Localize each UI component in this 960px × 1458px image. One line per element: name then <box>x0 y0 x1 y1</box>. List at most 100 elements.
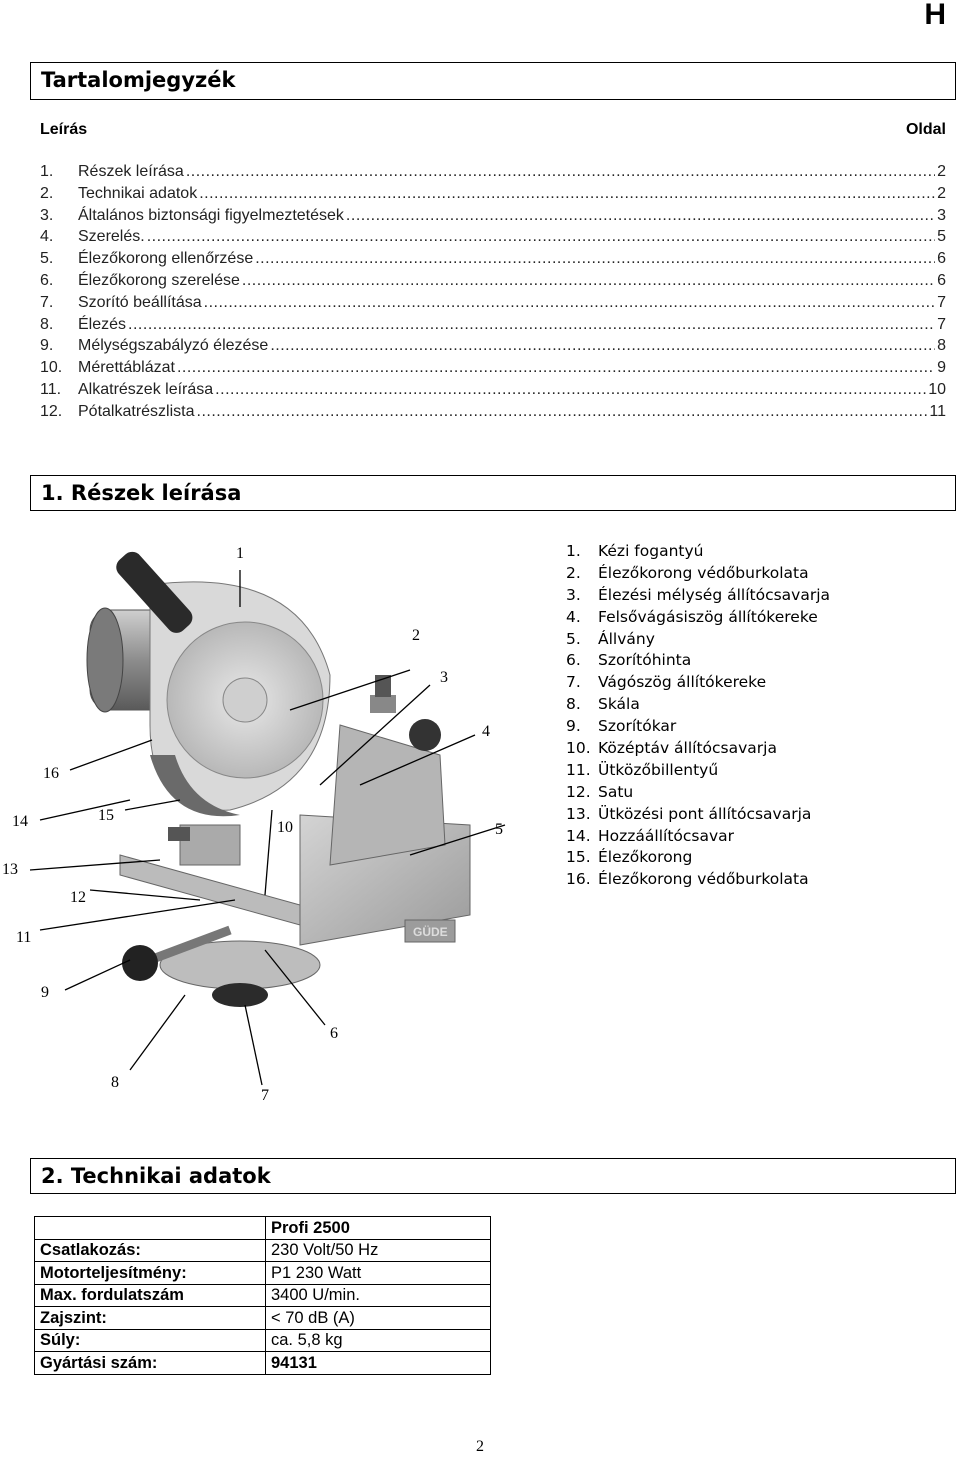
toc-leader-dots <box>128 316 935 334</box>
language-marker: H <box>924 0 946 31</box>
toc-item-page: 10 <box>928 380 946 398</box>
part-number: 15. <box>566 848 591 867</box>
part-label: Kézi fogantyú <box>598 542 704 560</box>
page-number: 2 <box>476 1438 484 1455</box>
brand-plate: GÜDE <box>413 924 448 939</box>
list-item: 10.Középtáv állítócsavarja <box>566 739 830 761</box>
part-label: Állvány <box>598 629 655 648</box>
spec-value: < 70 dB (A) <box>265 1306 491 1330</box>
list-item: 14.Hozzáállítócsavar <box>566 827 830 849</box>
callout-11: 11 <box>16 929 32 946</box>
toc-item: 11. Alkatrészek leírása 10 <box>40 381 946 403</box>
toc-item-title: Alkatrészek leírása <box>78 380 214 398</box>
callout-8: 8 <box>111 1074 119 1091</box>
toc-item: 10.Mérettáblázat9 <box>40 359 946 381</box>
list-item: 11.Ütközőbillentyű <box>566 761 830 783</box>
table-row: Motorteljesítmény:P1 230 Watt <box>34 1261 491 1285</box>
list-item: 6.Szorítóhinta <box>566 651 830 673</box>
toc-item-page: 2 <box>937 184 946 202</box>
toc-item-title: Általános biztonsági figyelmeztetések <box>78 206 344 224</box>
list-item: 7. Vágószög állítókereke <box>566 673 830 695</box>
list-item: 8. Skála <box>566 695 830 717</box>
spec-key: Max. fordulatszám <box>34 1283 266 1307</box>
list-item: 15.Élezőkorong <box>566 848 830 870</box>
part-number: 1. <box>566 542 581 560</box>
part-label: Vágószög állítókereke <box>598 673 767 692</box>
part-label: Szorítókar <box>598 717 677 736</box>
toc-item-title: Pótalkatrészlista <box>78 402 195 420</box>
part-number: 3. <box>566 585 581 604</box>
toc-item-number: 11. <box>40 380 62 398</box>
part-number: 11. <box>566 760 591 779</box>
toc-leader-dots <box>147 228 935 246</box>
toc-item-title: Élezés <box>78 315 127 333</box>
toc-item-number: 12. <box>40 402 63 420</box>
toc-leader-dots <box>204 294 935 312</box>
part-label: Élezőkorong védőburkolata <box>598 870 809 889</box>
leader-lines <box>29 570 506 1086</box>
callout-14: 14 <box>12 813 28 830</box>
spec-key: Súly: <box>34 1328 266 1352</box>
toc-leader-dots <box>186 163 935 181</box>
toc-item-title: Technikai adatok <box>78 184 198 202</box>
toc-item-title: Szerelés. <box>78 228 145 246</box>
toc-leader-dots <box>346 207 935 225</box>
table-row: Súly:ca. 5,8 kg <box>34 1328 491 1352</box>
part-label: Élezőkorong védőburkolata <box>598 563 809 582</box>
model-cell: Profi 2500 <box>265 1216 491 1240</box>
toc-item-page: 7 <box>937 293 946 311</box>
toc-item-title: Élezőkorong ellenőrzése <box>78 250 254 268</box>
part-number: 13. <box>566 804 591 823</box>
toc-leader-dots <box>242 272 935 290</box>
toc-leader-dots <box>215 381 926 399</box>
table-row: Csatlakozás:230 Volt/50 Hz <box>34 1238 491 1262</box>
spec-value: 94131 <box>265 1351 491 1375</box>
toc-item-title: Részek leírása <box>78 163 184 180</box>
table-cell <box>34 1216 266 1240</box>
spec-key: Zajszint: <box>34 1306 266 1330</box>
toc-leader-dots <box>197 403 928 421</box>
part-number: 8. <box>566 695 581 714</box>
part-number: 9. <box>566 717 581 736</box>
toc-column-headers: Leírás Oldal <box>40 121 946 139</box>
spec-key: Motorteljesítmény: <box>34 1261 266 1285</box>
toc-item-page: 5 <box>937 228 946 246</box>
table-row: Gyártási szám:94131 <box>34 1351 491 1375</box>
toc-item-number: 9. <box>40 337 54 355</box>
list-item: 3.Élezési mélység állítócsavarja <box>566 586 830 608</box>
toc-item-page: 8 <box>937 337 946 355</box>
list-item: 16.Élezőkorong védőburkolata <box>566 870 830 892</box>
toc-leader-dots <box>199 185 935 203</box>
toc-item-number: 10. <box>40 359 63 377</box>
callout-5: 5 <box>495 821 503 838</box>
toc-item-page: 7 <box>937 315 946 333</box>
toc-item-number: 4. <box>40 228 54 246</box>
toc-item-number: 7. <box>40 293 54 311</box>
part-label: Ütközési pont állítócsavarja <box>598 804 812 823</box>
spec-key: Csatlakozás: <box>34 1238 266 1262</box>
toc-item: 7.Szorító beállítása7 <box>40 294 946 316</box>
list-item: 5.Állvány <box>566 630 830 652</box>
toc-item: 12.Pótalkatrészlista11 <box>40 403 946 425</box>
spec-key: Gyártási szám: <box>34 1351 266 1375</box>
part-number: 6. <box>566 651 581 670</box>
callout-9: 9 <box>41 984 49 1001</box>
callout-16: 16 <box>43 765 59 782</box>
part-label: Hozzáállítócsavar <box>598 826 735 845</box>
spec-value: 3400 U/min. <box>265 1283 491 1307</box>
toc-item: 1.Részek leírása2 <box>40 163 946 185</box>
part-number: 12. <box>566 782 591 801</box>
sharpener-figure: GÜDE 1 2 3 4 5 16 14 15 10 13 12 11 9 6 <box>0 525 540 1125</box>
list-item: 12.Satu <box>566 783 830 805</box>
toc-item-page: 6 <box>937 250 946 268</box>
callout-1: 1 <box>236 545 244 562</box>
part-label: Skála <box>598 695 640 714</box>
part-number: 7. <box>566 673 581 692</box>
list-item: 2.Élezőkorong védőburkolata <box>566 564 830 586</box>
parts-list: 1. Kézi fogantyú 2.Élezőkorong védőburkola… <box>566 542 830 892</box>
toc-item-title: Mérettáblázat <box>78 359 175 377</box>
list-item: 1. Kézi fogantyú <box>566 542 830 564</box>
callout-12: 12 <box>70 889 86 906</box>
list-item: 4.Felsővágásiszög állítókereke <box>566 608 830 630</box>
